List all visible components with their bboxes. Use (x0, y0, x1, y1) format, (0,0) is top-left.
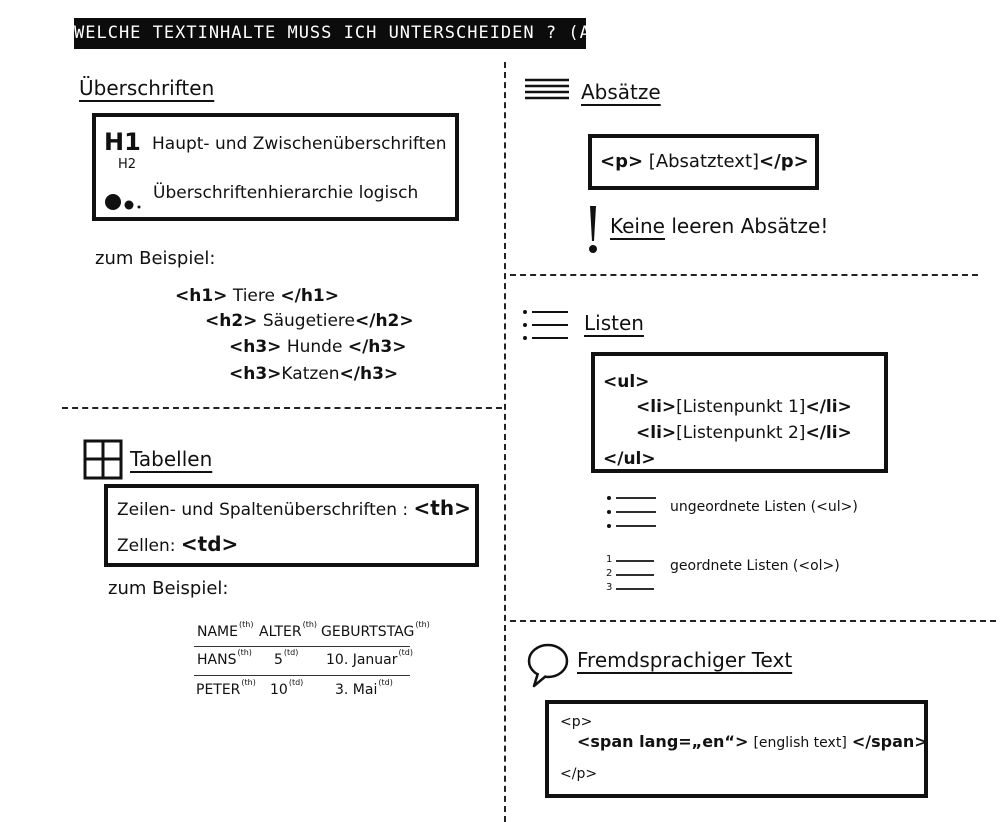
list-icon (523, 310, 568, 340)
lists-section-title: Listen (584, 311, 644, 335)
headings-line-1: Haupt- und Zwischenüberschriften (152, 134, 447, 154)
tag-open: <p> (600, 151, 644, 172)
table-row-2-alter: 10(td) (270, 678, 304, 698)
foreign-section-title: Fremdsprachiger Text (577, 648, 793, 672)
heading-example-2: <h2> Säugetiere</h2> (205, 311, 414, 331)
table-row-1-name: HANS(th) (197, 648, 252, 668)
tables-line-2: Zellen: <td> (117, 532, 238, 556)
table-rule-1 (194, 646, 410, 647)
span-open-tag: <span lang=„en“> (577, 732, 749, 751)
foreign-code-box (545, 700, 928, 798)
exclamation-icon (589, 206, 597, 253)
tag-close: </h3> (339, 364, 399, 384)
table-icon (83, 439, 123, 480)
tables-line-1-text: Zeilen- und Spaltenüberschriften : (117, 500, 409, 520)
example-text: Tiere (232, 286, 275, 306)
warning-rest: leeren Absätze! (671, 214, 829, 238)
example-text: Säugetiere (262, 311, 355, 331)
vertical-divider (504, 62, 506, 822)
code-text: [Absatztext] (648, 151, 760, 172)
lists-code-line-4: </ul> (603, 449, 656, 469)
span-text: [english text] (753, 735, 847, 751)
table-rule-2 (194, 675, 410, 676)
tables-box (104, 484, 479, 567)
paragraphs-code: <p> [Absatztext]</p> (600, 151, 809, 172)
heading-example-4: <h3>Katzen</h3> (229, 364, 398, 384)
table-row-1-alter: 5(td) (274, 648, 299, 668)
lines-icon (525, 78, 569, 100)
table-row-1-geburtstag: 10. Januar(td) (326, 648, 413, 668)
paragraphs-section-title: Absätze (581, 80, 661, 104)
heading-example-3: <h3> Hunde </h3> (229, 337, 406, 357)
paragraphs-code-box (588, 134, 819, 190)
unordered-list-label: ungeordnete Listen (<ul>) (670, 499, 858, 515)
foreign-code-p-close: </p> (560, 766, 598, 782)
speech-bubble-icon (527, 643, 569, 688)
ordered-number-2: 2 (606, 568, 613, 579)
page-title: WELCHE TEXTINHALTE MUSS ICH UNTERSCHEIDE… (74, 18, 586, 49)
tag-close: </h3> (347, 337, 407, 357)
tables-line-1-tag: <th> (413, 496, 471, 520)
tables-line-2-text: Zellen: (117, 536, 176, 556)
headings-section-title: Überschriften (79, 76, 215, 100)
table-row-2-name: PETER(th) (196, 678, 256, 698)
heading-example-1: <h1> Tiere </h1> (175, 286, 339, 306)
h2-label: H2 (118, 157, 137, 172)
tables-example-label: zum Beispiel: (108, 578, 229, 599)
heading-dots-icon (105, 194, 141, 210)
tables-section-title: Tabellen (130, 447, 213, 471)
tag-open: <h3> (229, 364, 282, 384)
table-header-geburtstag: GEBURTSTAG(th) (321, 620, 430, 640)
lists-code-line-3: <li>[Listenpunkt 2]</li> (636, 423, 852, 443)
ordered-list-icon (616, 560, 654, 590)
headings-box (92, 113, 459, 221)
paragraphs-warning: Keine leeren Absätze! (610, 214, 828, 238)
divider-left (62, 407, 502, 409)
tag-open: <h3> (229, 337, 282, 357)
divider-right-1 (510, 274, 978, 276)
foreign-code-span: <span lang=„en“> [english text] </span> (577, 732, 928, 751)
divider-right-2 (510, 620, 996, 622)
ordered-list-label: geordnete Listen (<ol>) (670, 558, 840, 574)
tag-open: <h2> (205, 311, 258, 331)
example-text: Hunde (286, 337, 343, 357)
span-close-tag: </span> (851, 732, 928, 751)
example-text: Katzen (281, 364, 340, 384)
foreign-code-p-open: <p> (560, 714, 593, 730)
table-header-alter: ALTER(th) (259, 620, 318, 640)
headings-example-label: zum Beispiel: (95, 248, 216, 269)
unordered-list-icon (607, 496, 656, 528)
tag-close: </p> (759, 151, 809, 172)
ordered-number-3: 3 (606, 582, 613, 593)
tag-open: <h1> (175, 286, 228, 306)
warning-keyword: Keine (610, 214, 665, 238)
h1-label: H1 (104, 128, 141, 156)
table-header-name: NAME(th) (197, 620, 254, 640)
tag-close: </h1> (280, 286, 339, 306)
tables-line-2-tag: <td> (180, 532, 239, 556)
headings-line-2: Überschriftenhierarchie logisch (153, 183, 419, 203)
table-row-2-geburtstag: 3. Mai(td) (335, 678, 393, 698)
lists-code-line-2: <li>[Listenpunkt 1]</li> (636, 397, 852, 417)
ordered-number-1: 1 (606, 554, 613, 565)
tag-close: </h2> (354, 311, 414, 331)
tables-line-1: Zeilen- und Spaltenüberschriften : <th> (117, 496, 471, 520)
lists-code-line-1: <ul> (603, 372, 650, 392)
lists-code-box (591, 352, 888, 473)
